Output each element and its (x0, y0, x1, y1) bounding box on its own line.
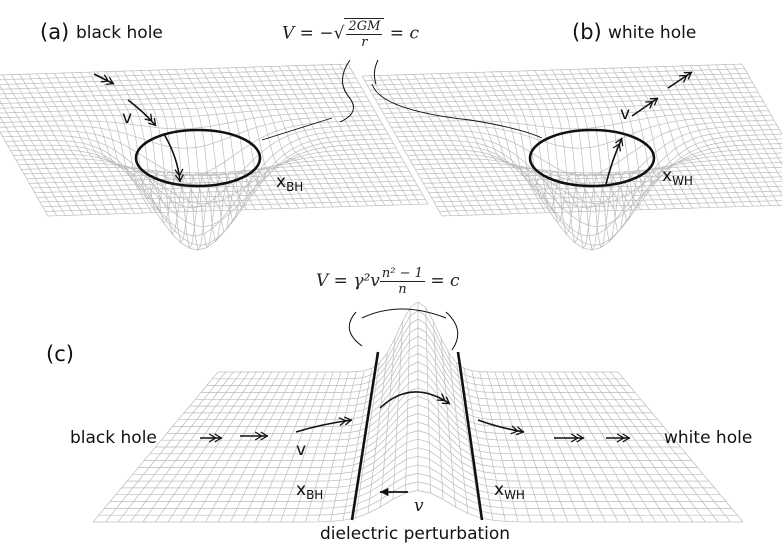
equation-top-num: 2GM (346, 19, 383, 35)
velocity-label-a: v (122, 108, 133, 128)
brace-b (373, 59, 379, 85)
equation-top-lhs: V = − (282, 23, 334, 44)
panel-a-tag: (a) (40, 20, 70, 44)
horizon-ring-white-hole (528, 128, 656, 188)
panel-b-title: white hole (608, 23, 697, 43)
horizon-sub-c-wh: WH (504, 488, 525, 502)
horizon-x-c-wh: x (494, 480, 505, 500)
velocity-label-c: v (296, 440, 307, 460)
equation-middle-rhs: = c (430, 271, 460, 291)
horizon-label-c-bh: xBH (296, 480, 323, 502)
mesh-dielectric (92, 301, 744, 523)
flow-arrow-b1 (605, 137, 624, 185)
horizon-x-b: x (662, 166, 673, 186)
horizon-sub-a: BH (286, 180, 304, 194)
panel-b-tag: (b) (572, 20, 602, 44)
left-region-label: black hole (70, 428, 157, 448)
flow-arrow-a3 (163, 133, 184, 183)
equation-middle-den: n (398, 282, 407, 297)
flow-arrow-a2 (127, 99, 157, 127)
flow-arrow-b3 (667, 71, 693, 89)
horizon-label-c-wh: xWH (494, 480, 525, 502)
flow-arrow-c5 (477, 419, 525, 436)
flow-arrow-b2 (631, 97, 659, 117)
connector-b (371, 83, 543, 139)
flow-arrow-a1 (93, 73, 115, 85)
brace-a (339, 59, 354, 123)
panel-c-tag: (c) (46, 342, 74, 366)
velocity-label-b: v (620, 104, 631, 124)
bottom-label: dielectric perturbation (320, 524, 511, 544)
brace-c (348, 308, 459, 351)
counter-velocity-label: v (414, 496, 424, 516)
horizon-sub-b: WH (672, 174, 693, 188)
flow-arrow-c3 (295, 416, 353, 433)
mesh-black-hole (0, 63, 429, 251)
horizon-label-b: xWH (662, 166, 693, 188)
funnel-grid-a (0, 63, 429, 251)
panel-a-title: black hole (76, 23, 163, 43)
connector-a (261, 117, 333, 141)
equation-middle-lhs: V = γ²v (316, 271, 380, 291)
horizon-line-wh (456, 351, 484, 521)
equation-top-rhs: = c (389, 23, 419, 44)
horizon-line-bh (350, 351, 380, 521)
horizon-x-a: x (276, 172, 287, 192)
horizon-ring-black-hole (134, 128, 262, 188)
horizon-sub-c-bh: BH (306, 488, 324, 502)
equation-middle-num: n² − 1 (379, 266, 425, 282)
funnel-grid-b (361, 63, 782, 251)
right-region-label: white hole (664, 428, 753, 448)
horizon-x-c-bh: x (296, 480, 307, 500)
equation-top-den: r (361, 35, 368, 50)
mesh-white-hole (361, 63, 782, 251)
flow-arrow-c4 (379, 391, 451, 409)
horizon-label-a: xBH (276, 172, 303, 194)
ridge-grid-c (92, 301, 744, 523)
